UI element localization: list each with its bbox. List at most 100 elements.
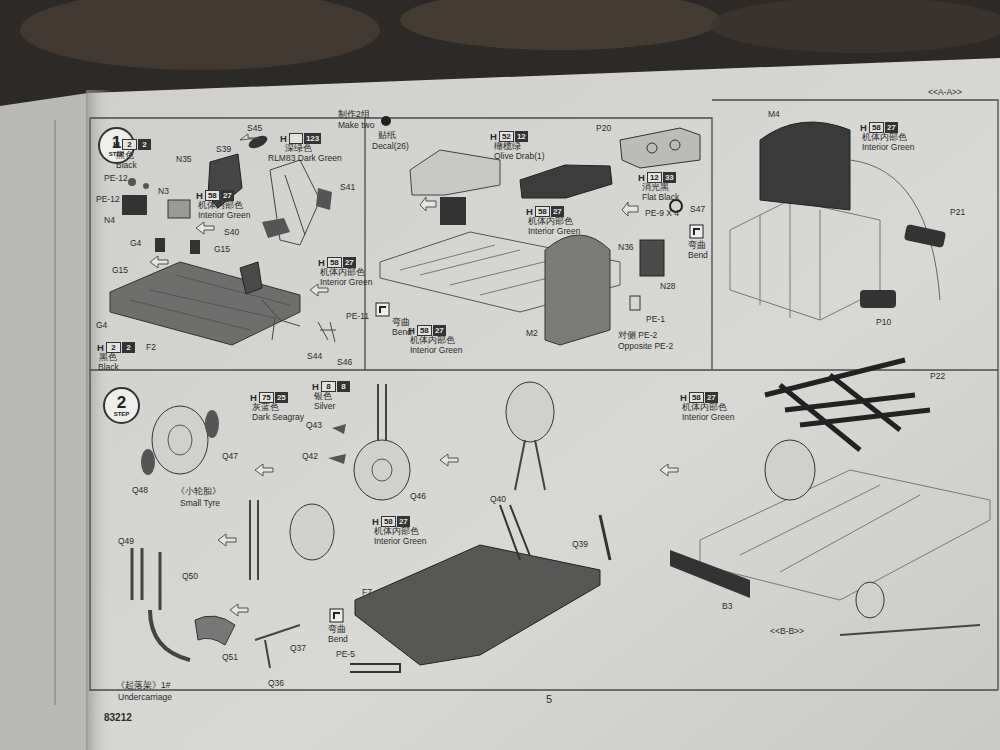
callout-label: B3 <box>722 602 732 611</box>
paint-number: 123 <box>304 133 321 144</box>
callout-label: Interior Green <box>410 346 462 355</box>
illustration-part <box>247 133 269 151</box>
callout-label: S39 <box>216 145 231 154</box>
paint-callout: H7525 <box>250 392 288 403</box>
paint-callout: H5212 <box>490 131 528 142</box>
illustration-part <box>240 262 262 294</box>
paint-number: 12 <box>515 131 528 142</box>
paint-brand: H <box>372 516 379 527</box>
illustration-part <box>600 515 610 560</box>
callout-label: PE-1 <box>646 315 665 324</box>
paint-number: 52 <box>499 131 514 142</box>
callout-label: 机体内部色 <box>862 133 907 142</box>
paint-number: 25 <box>275 392 288 403</box>
illustration-part <box>730 200 880 320</box>
illustration-part <box>0 93 88 750</box>
illustration-part <box>132 548 160 610</box>
callout-label: Q49 <box>118 537 134 546</box>
illustration-part <box>150 256 168 268</box>
illustration-part <box>904 224 946 248</box>
paint-number: 27 <box>343 257 356 268</box>
illustration-part <box>647 143 657 153</box>
paint-brand: H <box>680 392 687 403</box>
paint-callout: H5827 <box>372 516 410 527</box>
illustration-part <box>440 454 458 466</box>
callout-label: Bend <box>328 635 348 644</box>
illustration-part <box>440 197 466 225</box>
illustration-part <box>670 550 750 598</box>
callout-label: Make two <box>338 121 374 130</box>
illustration-part <box>620 128 700 168</box>
callout-label: N3 <box>158 187 169 196</box>
paint-number: 33 <box>663 172 676 183</box>
callout-label: F7 <box>362 588 372 597</box>
callout-label: PE-11 <box>346 312 369 321</box>
illustration-part <box>364 118 365 370</box>
illustration-part <box>372 459 392 481</box>
illustration-part <box>640 240 664 276</box>
callout-label: Interior Green <box>198 211 250 220</box>
paint-callout: H22 <box>97 342 135 353</box>
paint-callout: H22 <box>113 139 151 150</box>
illustration-part <box>290 504 334 560</box>
callout-label: Bend <box>688 251 708 260</box>
illustration-part <box>760 122 850 210</box>
illustration-part <box>168 200 190 218</box>
paint-number: 27 <box>221 190 234 201</box>
illustration-part <box>765 440 815 500</box>
illustration-part <box>155 238 165 252</box>
callout-label: 83212 <box>104 712 132 723</box>
callout-label: Flat Black <box>642 193 679 202</box>
illustration-part <box>420 197 436 211</box>
illustration-part <box>670 140 680 150</box>
callout-label: S40 <box>224 228 239 237</box>
illustration-part <box>143 183 149 189</box>
callout-label: Interior Green <box>374 537 426 546</box>
callout-label: 消光黑 <box>642 183 669 192</box>
paint-number: 58 <box>327 257 342 268</box>
callout-label: Opposite PE-2 <box>618 342 673 351</box>
illustration-part <box>350 664 400 672</box>
paint-number: 2 <box>122 139 137 150</box>
illustration-part <box>856 582 884 618</box>
illustration-part <box>262 218 290 238</box>
illustration-part <box>152 406 208 474</box>
illustration-part <box>630 296 640 310</box>
paint-callout: H123 <box>280 133 321 144</box>
illustration-part <box>376 303 389 316</box>
illustration-part <box>205 410 219 438</box>
callout-label: 弯曲 <box>688 241 706 250</box>
callout-label: 灰蓝色 <box>252 403 279 412</box>
paint-number: 8 <box>337 381 350 392</box>
callout-label: Olive Drab(1) <box>494 152 545 161</box>
paint-number: 58 <box>205 190 220 201</box>
callout-label: Q40 <box>490 495 506 504</box>
callout-label: P21 <box>950 208 965 217</box>
paint-number: 58 <box>381 516 396 527</box>
illustration-part <box>330 609 343 622</box>
callout-label: 机体内部色 <box>198 201 243 210</box>
callout-label: PE-5 <box>336 650 355 659</box>
illustration-part <box>250 500 258 580</box>
callout-label: S41 <box>340 183 355 192</box>
callout-label: 机体内部色 <box>320 268 365 277</box>
callout-label: Q47 <box>222 452 238 461</box>
callout-label: Q36 <box>268 679 284 688</box>
paint-number: 27 <box>885 122 898 133</box>
callout-label: P10 <box>876 318 891 327</box>
callout-label: S46 <box>337 358 352 367</box>
callout-label: Q50 <box>182 572 198 581</box>
illustration-part <box>380 307 386 313</box>
illustration-part <box>334 613 340 619</box>
paint-callout: H5827 <box>526 206 564 217</box>
paint-number: 12 <box>647 172 662 183</box>
callout-label: S47 <box>690 205 705 214</box>
callout-label: M2 <box>526 329 538 338</box>
callout-label: 制作2组 <box>338 110 370 119</box>
paint-number: 2 <box>122 342 135 353</box>
callout-label: Black <box>116 161 137 170</box>
callout-label: Dark Seagray <box>252 413 304 422</box>
callout-label: Q39 <box>572 540 588 549</box>
callout-label: 银色 <box>314 392 332 401</box>
